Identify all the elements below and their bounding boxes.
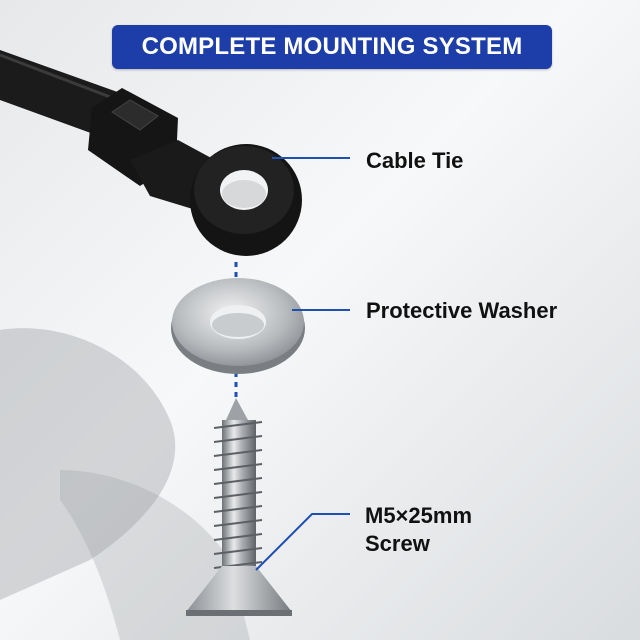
screw-head (186, 566, 292, 612)
cable-tie-slot (111, 99, 159, 131)
cable-tie-ring-hole-shade (222, 180, 266, 208)
cable-tie-strap-highlight (0, 53, 119, 102)
shadow (0, 328, 176, 600)
screw-label-line2: Screw (365, 531, 430, 556)
screw-tip (226, 398, 248, 420)
screw-head-face (186, 610, 292, 616)
screw-label: M5×25mm Screw (365, 502, 472, 558)
screw-leader-line (255, 513, 350, 571)
washer-label: Protective Washer (366, 298, 558, 323)
cable-tie-label: Cable Tie (366, 148, 464, 173)
washer-hole-inner (212, 313, 264, 337)
title-banner: COMPLETE MOUNTING SYSTEM (112, 25, 552, 69)
screw-label-line1: M5×25mm (365, 503, 473, 528)
